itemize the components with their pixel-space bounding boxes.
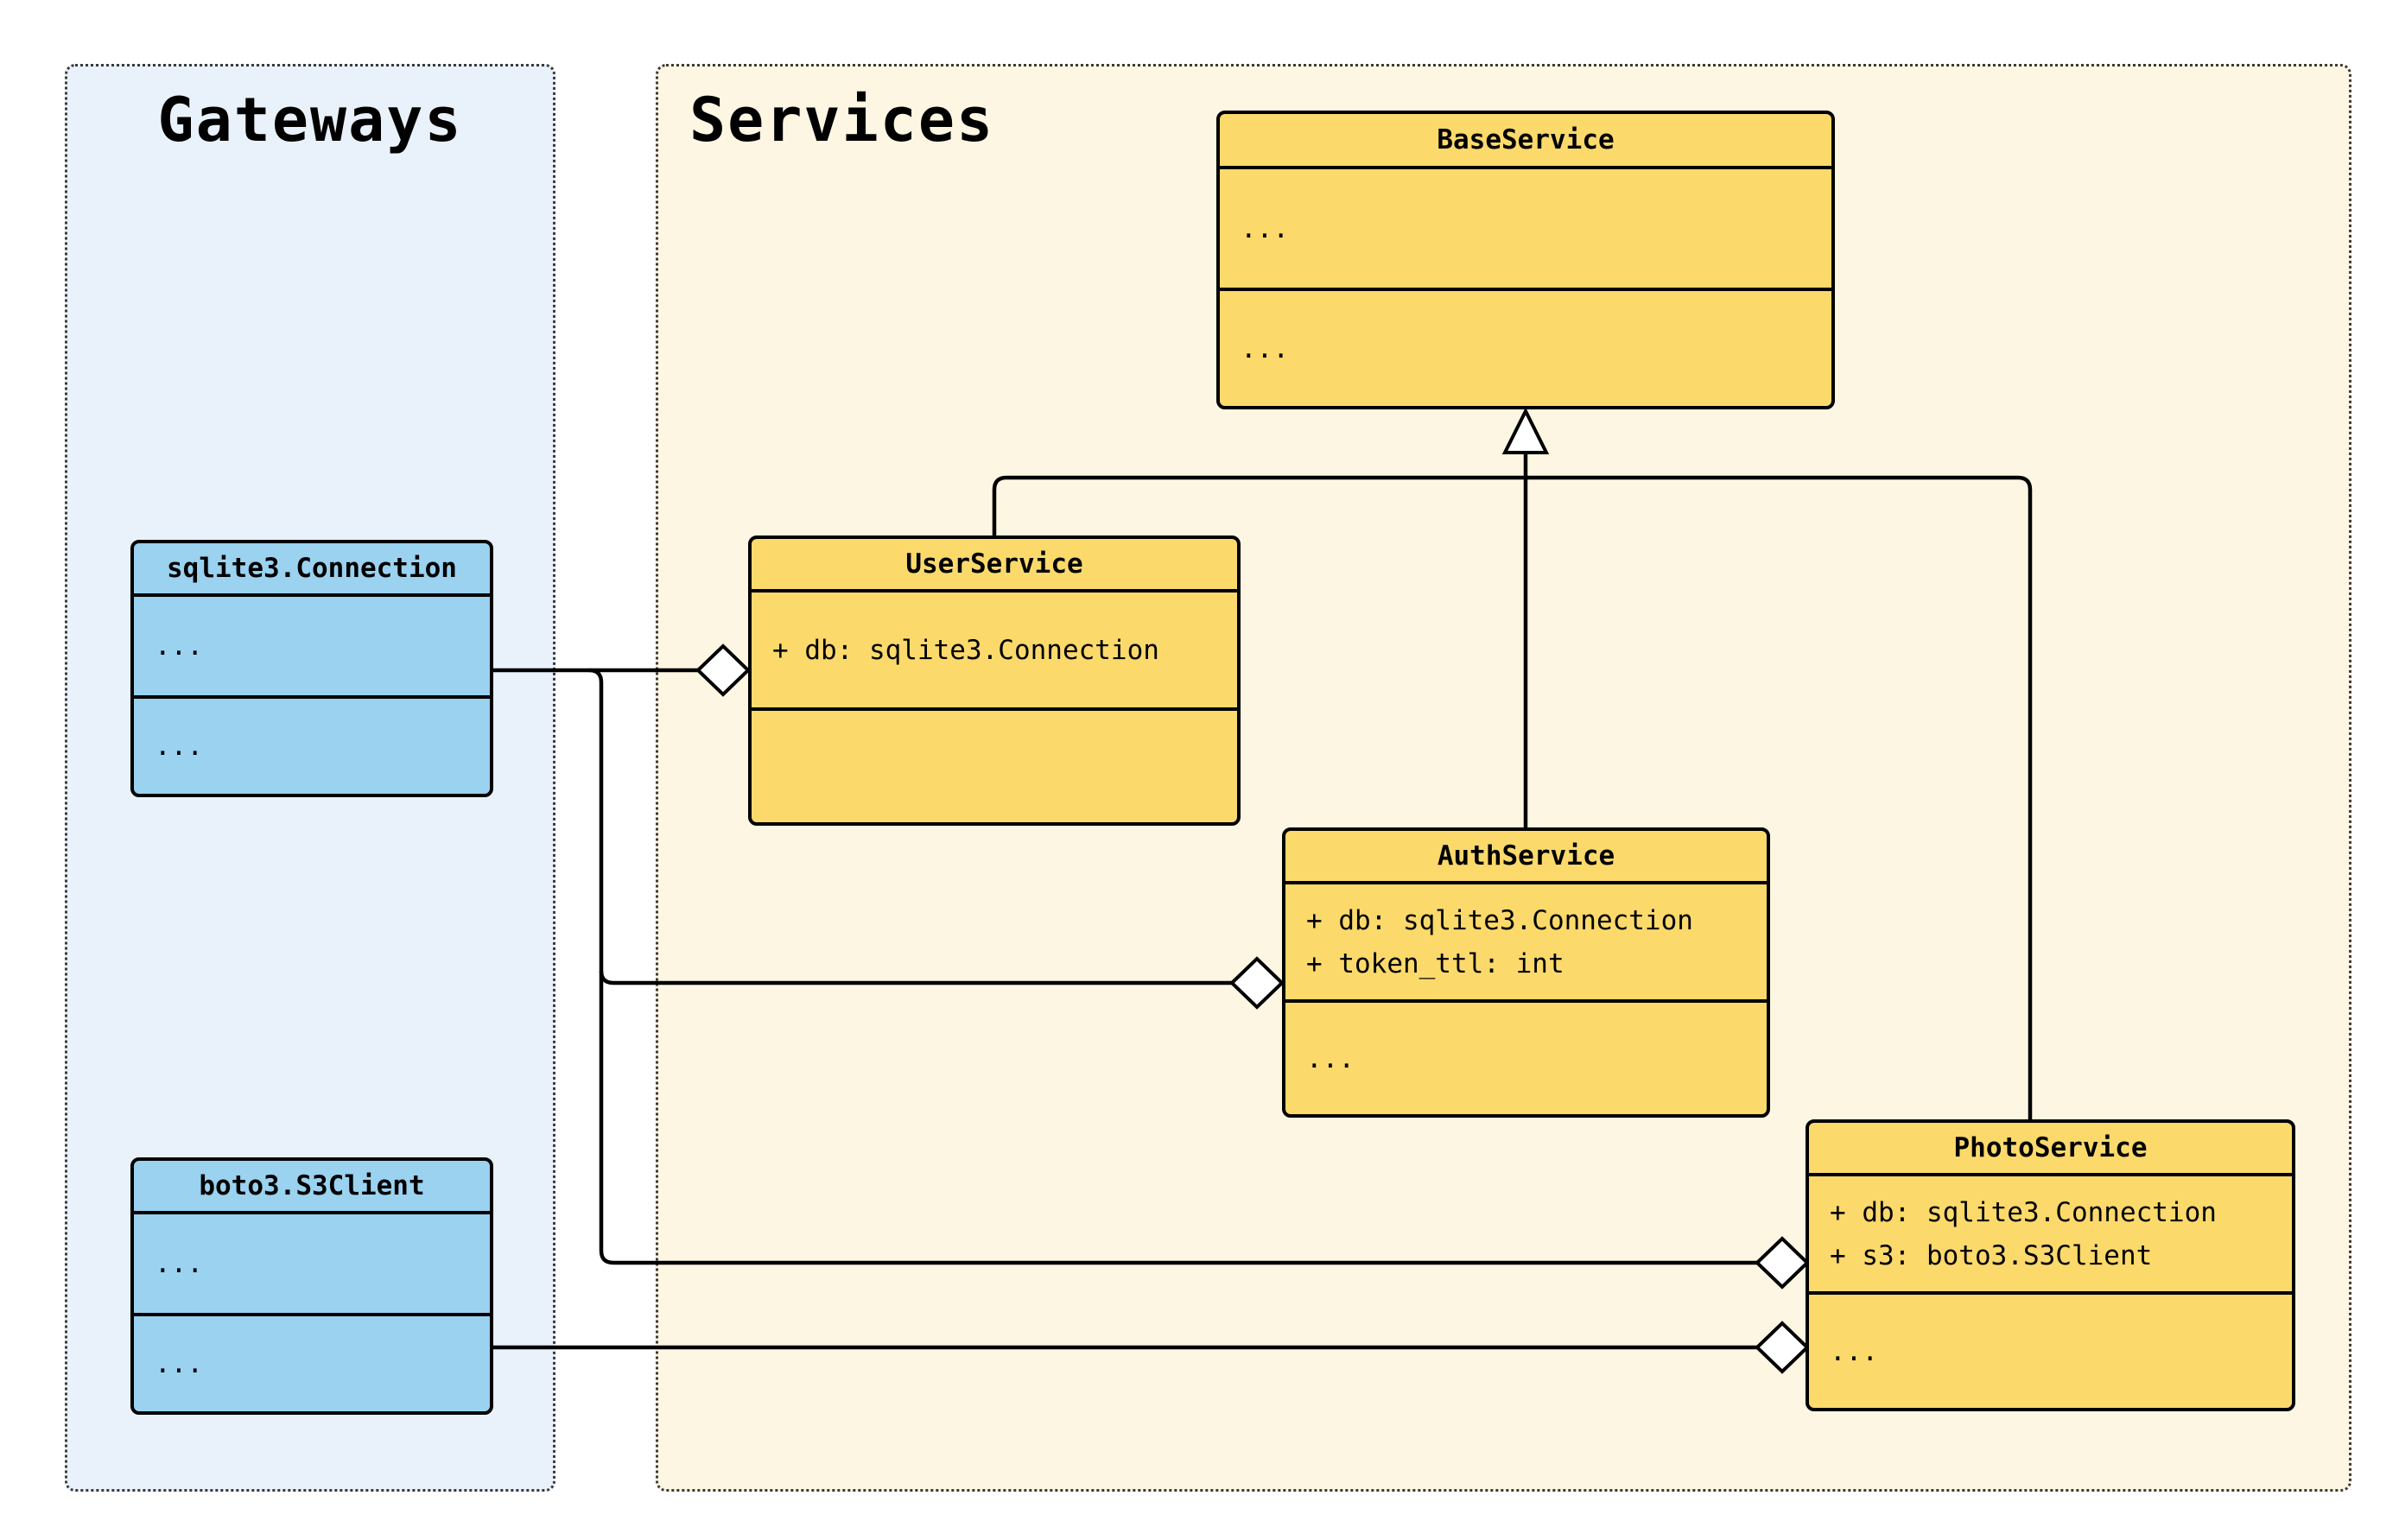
class-photoservice-attributes: + db: sqlite3.Connection + s3: boto3.S3C… [1809,1176,2292,1295]
class-boto3-s3client-methods: ... [134,1316,490,1411]
attribute-row: + token_ttl: int [1306,947,1564,979]
class-baseservice-methods: ... [1220,291,1831,406]
class-baseservice-title: BaseService [1220,114,1831,169]
class-userservice-methods [752,711,1237,822]
method-row: ... [1241,333,1289,364]
aggregation-edge-sqlite-photoservice [588,668,1757,1265]
services-title: Services [689,85,995,155]
gateways-title: Gateways [157,85,463,155]
class-photoservice-methods: ... [1809,1295,2292,1408]
method-row: ... [1830,1335,1878,1367]
class-boto3-s3client-attributes: ... [134,1214,490,1316]
inheritance-triangle-icon [1501,407,1550,454]
class-baseservice-attributes: ... [1220,169,1831,291]
class-userservice-title: UserService [752,539,1237,593]
attribute-row: + db: sqlite3.Connection [1306,904,1693,936]
class-boto3-s3client: boto3.S3Client ... ... [130,1157,493,1415]
attribute-row: ... [1241,212,1289,244]
method-row: ... [155,731,203,762]
method-row: ... [1306,1043,1355,1074]
aggregation-diamond-icon-authservice [1229,956,1285,1010]
attribute-row: + db: sqlite3.Connection [1830,1196,2217,1228]
class-sqlite3-connection-methods: ... [134,699,490,794]
attribute-row: ... [155,1248,203,1279]
method-row: ... [155,1348,203,1379]
attribute-row: + db: sqlite3.Connection [772,634,1159,666]
class-sqlite3-connection-attributes: ... [134,597,490,699]
class-authservice-attributes: + db: sqlite3.Connection + token_ttl: in… [1285,884,1767,1003]
class-authservice: AuthService + db: sqlite3.Connection + t… [1282,827,1770,1118]
aggregation-diamond-icon-photoservice-s3 [1755,1321,1810,1374]
inheritance-edge-userservice-photoservice [992,475,2033,1119]
attribute-row: + s3: boto3.S3Client [1830,1239,2153,1271]
class-sqlite3-connection-title: sqlite3.Connection [134,543,490,597]
class-sqlite3-connection: sqlite3.Connection ... ... [130,540,493,797]
class-userservice-attributes: + db: sqlite3.Connection [752,593,1237,711]
class-authservice-title: AuthService [1285,831,1767,884]
class-userservice: UserService + db: sqlite3.Connection [748,536,1241,826]
aggregation-diamond-icon-userservice [695,643,751,697]
aggregation-edge-sqlite-authservice [599,970,1232,985]
aggregation-diamond-icon-photoservice-db [1755,1236,1810,1290]
class-photoservice-title: PhotoService [1809,1123,2292,1176]
attribute-row: ... [155,631,203,662]
class-boto3-s3client-title: boto3.S3Client [134,1161,490,1214]
class-baseservice: BaseService ... ... [1216,111,1835,409]
class-authservice-methods: ... [1285,1003,1767,1114]
class-photoservice: PhotoService + db: sqlite3.Connection + … [1806,1119,2295,1411]
